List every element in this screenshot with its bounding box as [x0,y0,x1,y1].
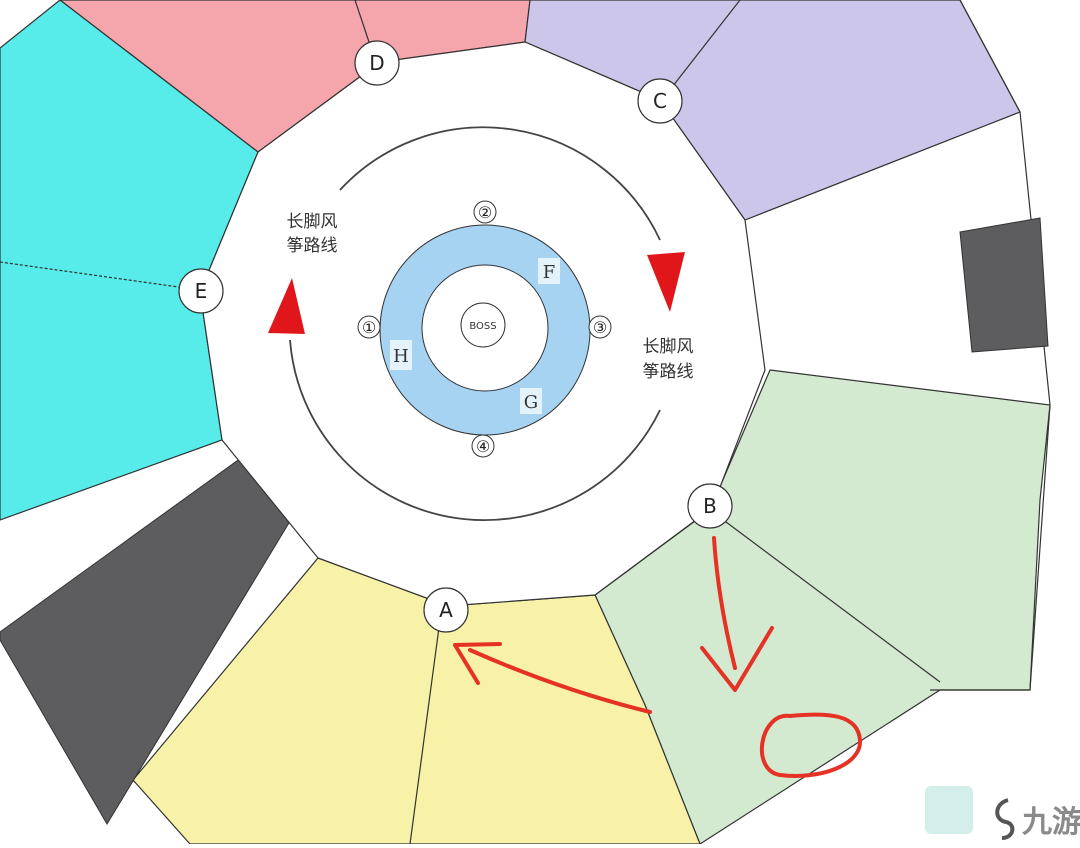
sector-divider [409,619,441,845]
marker-b-label: B [703,494,717,518]
position-1-label: ① [362,318,376,337]
marker-c-label: C [653,89,667,113]
outer-wall [930,0,1051,691]
zone-h-label: H [393,346,409,367]
zone-f-label: F [543,262,556,283]
marker-e: E [178,268,224,314]
sector-divider [0,261,201,291]
arrow-left-head [453,642,502,685]
sector-divider [661,0,741,101]
watermark-logo-box [925,786,973,834]
hand-annotations [453,536,862,778]
watermark-logo-icon [995,798,1015,840]
arrow-down-stroke [712,536,737,670]
route-label-left-line2: 筝路线 [287,236,338,256]
marker-e-label: E [195,279,208,303]
position-3: ③ [588,315,612,339]
position-4: ④ [471,434,495,458]
marker-a: A [423,587,469,633]
route-arrow-left [268,278,305,334]
route-label-right-line2: 筝路线 [643,362,694,382]
kite-route-arc-right [289,339,661,522]
position-3-label: ③ [593,318,607,337]
position-4-label: ④ [476,437,490,456]
marker-c: C [637,78,683,124]
route-label-left-line1: 长脚风 [287,212,338,232]
pillar-dark-right [959,217,1049,353]
marker-a-label: A [439,598,453,622]
marker-d-label: D [369,51,384,75]
sector-divider [717,515,941,683]
boss-marker: BOSS [460,302,506,348]
marker-d: D [354,40,400,86]
route-label-right: 长脚风 筝路线 [643,337,694,382]
arrow-down-head [700,626,774,692]
route-arrow-right [647,252,685,312]
watermark-text: 九游 [1022,805,1080,840]
watermark: 九游 [925,786,1080,840]
marker-b: B [687,483,733,529]
target-circle [760,712,862,778]
position-2-label: ② [478,203,492,222]
position-2: ② [473,200,497,224]
position-markers: ② ① ③ ④ [357,200,612,458]
route-label-left: 长脚风 筝路线 [287,212,338,256]
kite-route-arc-top [339,126,661,241]
zone-g-label: G [524,392,538,413]
zone-letters: F G H [390,258,560,414]
boss-label: BOSS [469,321,496,332]
kite-route [289,126,661,522]
arrow-left-stroke [468,648,652,714]
route-label-right-line1: 长脚风 [643,337,694,357]
position-1: ① [357,315,381,339]
